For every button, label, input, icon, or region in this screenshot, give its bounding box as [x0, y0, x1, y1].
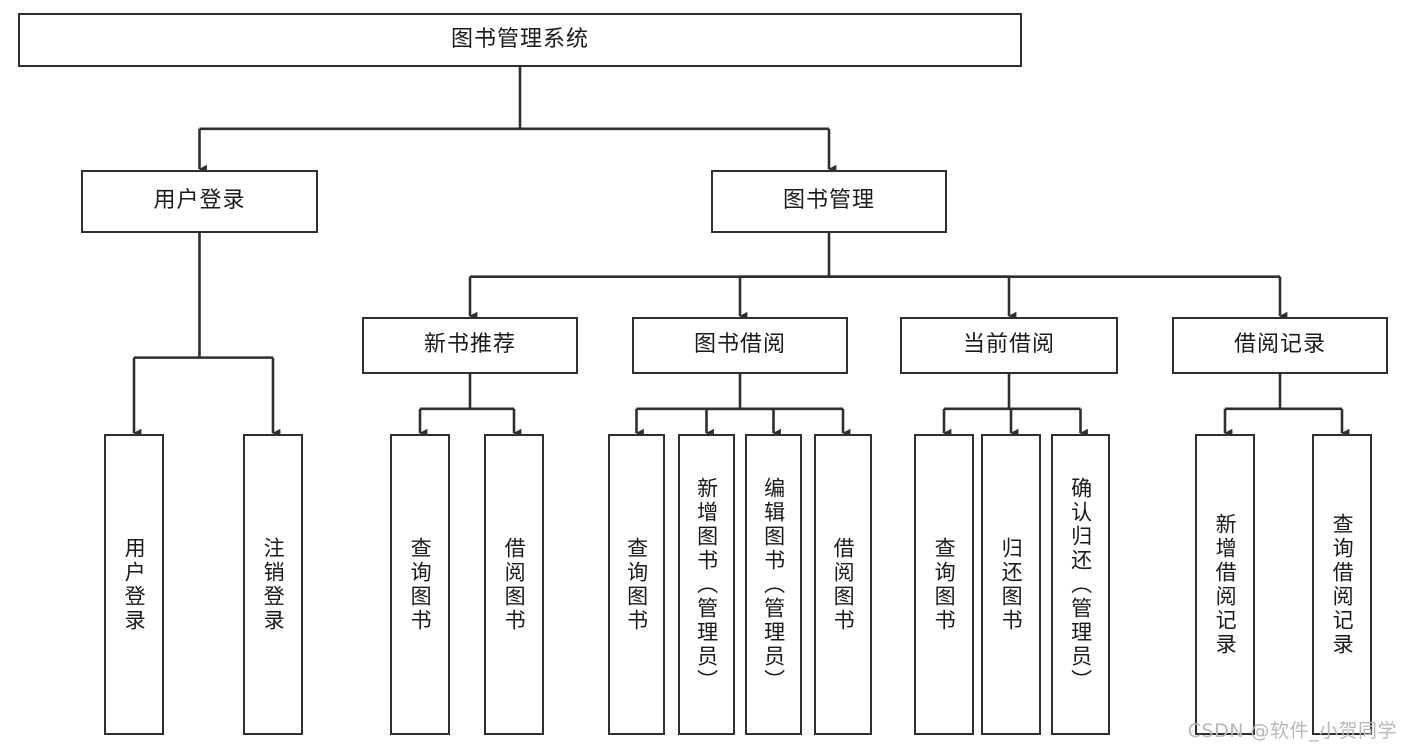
leaf-edit-book[interactable]: 编辑图书（管理员）: [745, 434, 802, 735]
leaf-query-book-2-label: 查询图书: [624, 536, 649, 633]
leaf-confirm-return-label: 确认归还（管理员）: [1068, 476, 1093, 693]
node-root-label: 图书管理系统: [450, 26, 589, 52]
leaf-return-book[interactable]: 归还图书: [981, 434, 1041, 735]
leaf-query-book-1-label: 查询图书: [408, 536, 433, 633]
leaf-logout-label: 注销登录: [261, 536, 286, 633]
node-book-borrow-label: 图书借阅: [693, 332, 786, 358]
node-book-manage-label: 图书管理: [782, 188, 875, 214]
node-new-book-recommend-label: 新书推荐: [423, 332, 516, 358]
leaf-query-borrow-record[interactable]: 查询借阅记录: [1312, 434, 1372, 735]
leaf-user-login[interactable]: 用户登录: [104, 434, 164, 735]
node-book-borrow[interactable]: 图书借阅: [632, 317, 848, 374]
leaf-add-borrow-record[interactable]: 新增借阅记录: [1195, 434, 1255, 735]
leaf-borrow-book-2-label: 借阅图书: [831, 536, 856, 633]
leaf-add-borrow-record-label: 新增借阅记录: [1213, 512, 1238, 657]
leaf-return-book-label: 归还图书: [999, 536, 1024, 633]
leaf-add-book[interactable]: 新增图书（管理员）: [678, 434, 735, 735]
leaf-logout[interactable]: 注销登录: [243, 434, 303, 735]
leaf-borrow-book-1-label: 借阅图书: [502, 536, 527, 633]
node-current-borrow-label: 当前借阅: [962, 332, 1055, 358]
node-borrow-record-label: 借阅记录: [1233, 332, 1326, 358]
leaf-add-book-label: 新增图书（管理员）: [694, 476, 719, 693]
node-new-book-recommend[interactable]: 新书推荐: [362, 317, 578, 374]
leaf-borrow-book-1[interactable]: 借阅图书: [484, 434, 544, 735]
leaf-query-book-3-label: 查询图书: [932, 536, 957, 633]
leaf-query-book-1[interactable]: 查询图书: [390, 434, 450, 735]
node-user-login[interactable]: 用户登录: [81, 170, 318, 233]
leaf-query-borrow-record-label: 查询借阅记录: [1330, 512, 1355, 657]
node-root[interactable]: 图书管理系统: [18, 13, 1022, 67]
leaf-query-book-3[interactable]: 查询图书: [914, 434, 974, 735]
leaf-user-login-label: 用户登录: [122, 536, 147, 633]
leaf-borrow-book-2[interactable]: 借阅图书: [814, 434, 872, 735]
node-current-borrow[interactable]: 当前借阅: [900, 317, 1118, 374]
leaf-edit-book-label: 编辑图书（管理员）: [761, 476, 786, 693]
watermark: CSDN @软件_小贺同学: [1187, 720, 1397, 742]
node-borrow-record[interactable]: 借阅记录: [1172, 317, 1388, 374]
leaf-query-book-2[interactable]: 查询图书: [608, 434, 665, 735]
node-book-manage[interactable]: 图书管理: [711, 170, 947, 233]
leaf-confirm-return[interactable]: 确认归还（管理员）: [1051, 434, 1110, 735]
node-user-login-label: 用户登录: [153, 188, 246, 214]
